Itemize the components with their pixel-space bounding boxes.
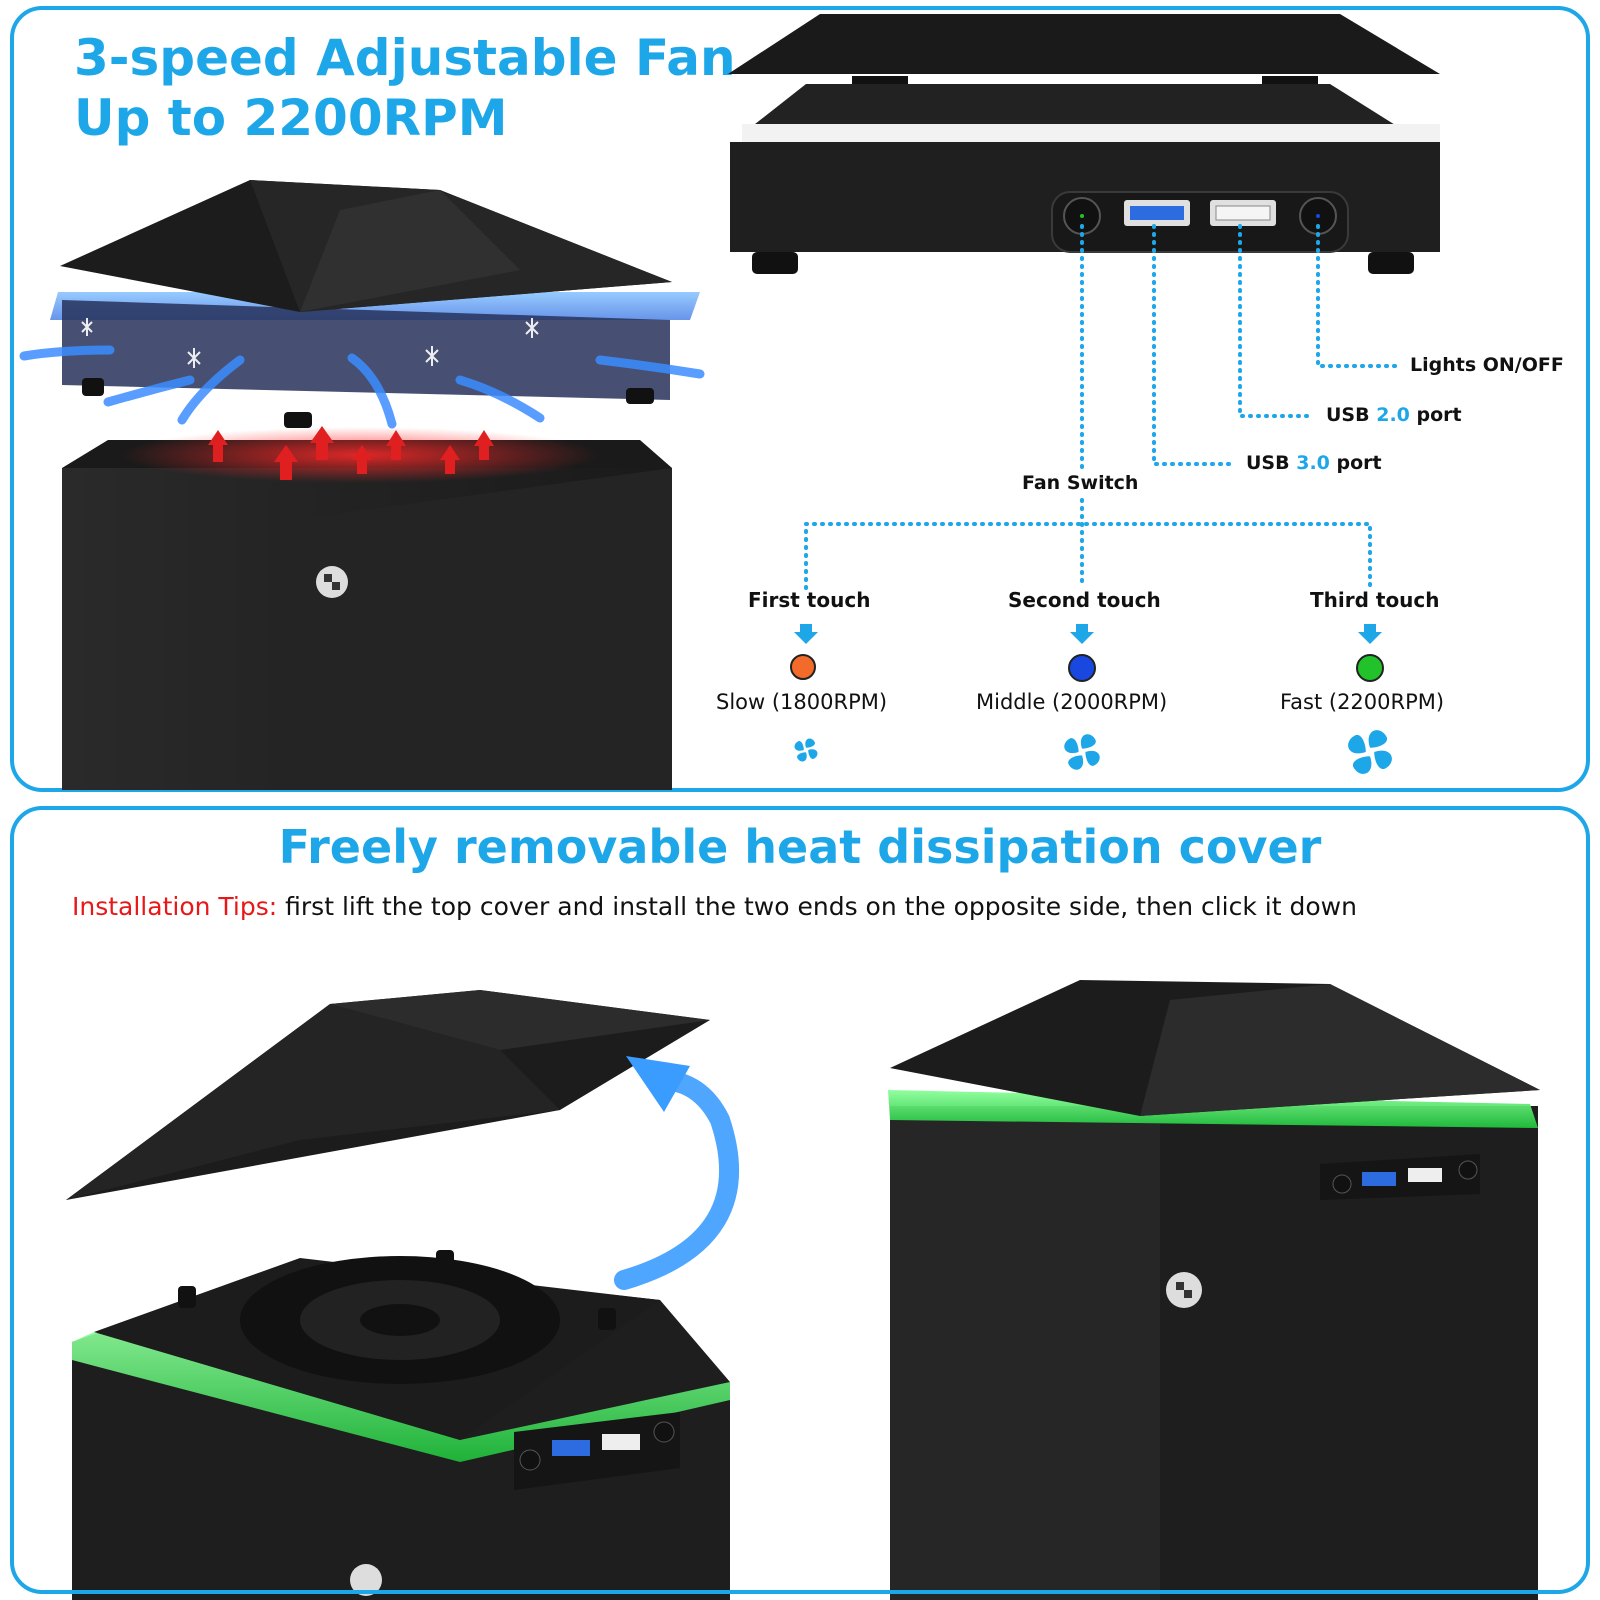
callout-usb2-version: 2.0: [1376, 404, 1410, 426]
callout-usb2: USB 2.0 port: [1326, 404, 1462, 426]
installation-tip-text: first lift the top cover and install the…: [285, 892, 1357, 921]
fan-headline-line2: Up to 2200RPM: [74, 89, 508, 147]
cover-panel: [10, 806, 1590, 1594]
speed-indicator-fast: [1356, 654, 1384, 682]
callout-usb2-suffix: port: [1416, 404, 1462, 426]
installation-tip-label: Installation Tips:: [72, 892, 278, 921]
speed-label-middle: Middle (2000RPM): [976, 690, 1168, 714]
speed-touch-3: Third touch: [1310, 588, 1440, 612]
fan-headline-line1: 3-speed Adjustable Fan: [74, 29, 736, 87]
callout-fan-switch: Fan Switch: [1022, 472, 1139, 494]
speed-touch-1: First touch: [748, 588, 871, 612]
callout-usb3: USB 3.0 port: [1246, 452, 1382, 474]
speed-touch-2: Second touch: [1008, 588, 1161, 612]
callout-usb3-suffix: port: [1336, 452, 1382, 474]
installation-tip: Installation Tips: first lift the top co…: [72, 892, 1357, 921]
callout-lights: Lights ON/OFF: [1410, 354, 1564, 376]
speed-indicator-slow: [790, 654, 816, 680]
callout-usb2-prefix: USB: [1326, 404, 1370, 426]
speed-label-slow: Slow (1800RPM): [716, 690, 888, 714]
callout-usb3-prefix: USB: [1246, 452, 1290, 474]
callout-usb3-version: 3.0: [1296, 452, 1330, 474]
speed-indicator-middle: [1068, 654, 1096, 682]
cover-headline: Freely removable heat dissipation cover: [278, 820, 1322, 874]
fan-headline: 3-speed Adjustable Fan Up to 2200RPM: [74, 28, 736, 148]
speed-label-fast: Fast (2200RPM): [1280, 690, 1445, 714]
